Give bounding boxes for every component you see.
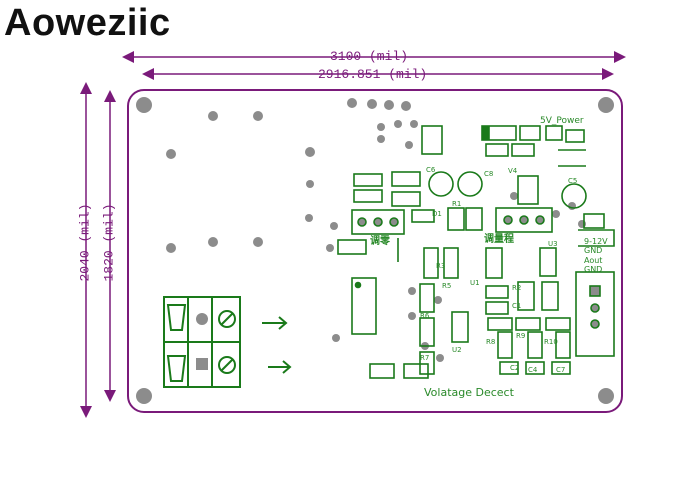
component-outlines <box>337 125 615 379</box>
label-pwr-in: 9-12V <box>584 237 608 246</box>
label-r3: R3 <box>436 262 445 270</box>
label-c7: C7 <box>556 366 565 374</box>
label-gain-adjust: 调量程 <box>484 232 514 245</box>
label-r2: R2 <box>512 284 521 292</box>
label-c4: C4 <box>528 366 538 374</box>
board-outline <box>127 89 623 413</box>
label-r7: R7 <box>420 354 429 362</box>
mounting-holes <box>136 97 614 404</box>
label-gnd-1: GND <box>584 246 602 255</box>
label-power: 5V_Power <box>540 116 584 126</box>
label-c8: C8 <box>484 170 493 178</box>
board-title: Volatage Decect <box>424 386 515 399</box>
label-gnd-2: GND <box>584 265 602 274</box>
label-r6: R6 <box>420 312 430 320</box>
label-u2: U2 <box>452 346 462 354</box>
input-arrows <box>262 316 292 374</box>
label-u3: U3 <box>548 240 558 248</box>
vias <box>166 98 586 362</box>
label-c2: C2 <box>510 364 519 372</box>
label-zero-adjust: 调零 <box>370 234 391 247</box>
brand-logo-text: Aoweziic <box>4 2 171 44</box>
label-u1: U1 <box>470 279 480 287</box>
label-c5: C5 <box>568 177 577 185</box>
label-r1: R1 <box>452 200 461 208</box>
label-c1: C1 <box>512 302 521 310</box>
label-d1: D1 <box>432 210 442 218</box>
terminal-block <box>163 296 241 388</box>
label-c6: C6 <box>426 166 436 174</box>
label-v4: V4 <box>508 167 518 175</box>
dimension-lines <box>80 51 626 418</box>
label-r8: R8 <box>486 338 495 346</box>
label-aout: Aout <box>584 256 602 265</box>
label-r5: R5 <box>442 282 451 290</box>
label-r10: R10 <box>544 338 558 346</box>
silkscreen-labels: 5V_Power C6 C8 C5 V4 D1 R1 调零 调量程 U3 9-1… <box>370 116 608 399</box>
label-r9: R9 <box>516 332 525 340</box>
